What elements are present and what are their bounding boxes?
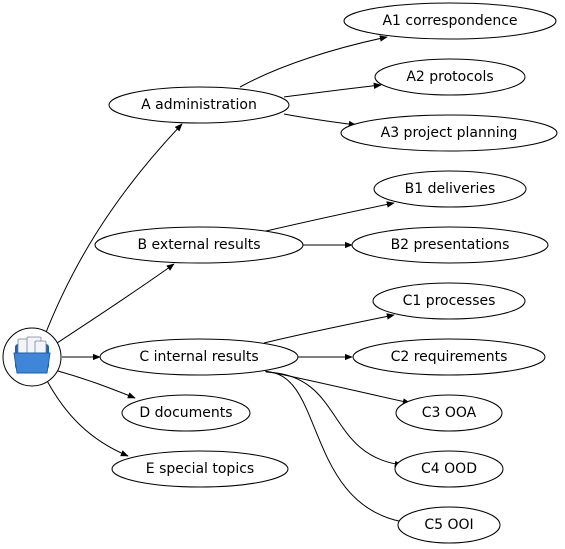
- edge-b-b1: [265, 201, 395, 232]
- node-a3-label: A3 project planning: [381, 125, 518, 141]
- node-c5-label: C5 OOI: [424, 517, 473, 533]
- node-c2[interactable]: C2 requirements: [352, 338, 546, 376]
- node-c[interactable]: C internal results: [99, 338, 299, 376]
- node-b[interactable]: B external results: [94, 226, 304, 264]
- node-b2-label: B2 presentations: [391, 237, 510, 253]
- node-a[interactable]: A administration: [108, 86, 290, 124]
- folder-icon: [13, 336, 51, 374]
- node-c3-label: C3 OOA: [422, 405, 477, 421]
- node-d-label: D documents: [139, 405, 232, 421]
- node-e[interactable]: E special topics: [111, 450, 289, 488]
- node-b1-label: B1 deliveries: [405, 181, 496, 197]
- edge-a-a1: [239, 35, 388, 88]
- edge-c-c4: [265, 371, 403, 468]
- node-c5[interactable]: C5 OOI: [397, 506, 501, 544]
- node-a2-label: A2 protocols: [406, 69, 493, 85]
- edges: [42, 35, 411, 526]
- node-c-label: C internal results: [139, 349, 258, 365]
- edge-c-c5: [267, 371, 411, 526]
- node-c4[interactable]: C4 OOD: [394, 450, 504, 488]
- node-e-label: E special topics: [146, 461, 254, 477]
- edge-root-a: [42, 123, 183, 341]
- edge-root-b: [56, 263, 175, 344]
- node-c1-label: C1 processes: [403, 293, 496, 309]
- node-a1[interactable]: A1 correspondence: [343, 2, 557, 40]
- edge-a-a2: [283, 82, 382, 98]
- node-b1[interactable]: B1 deliveries: [373, 170, 527, 208]
- node-b2[interactable]: B2 presentations: [351, 226, 549, 264]
- node-d[interactable]: D documents: [121, 394, 251, 432]
- edge-c-c1: [263, 313, 395, 344]
- node-b-label: B external results: [137, 237, 260, 253]
- node-a-label: A administration: [141, 97, 257, 113]
- node-c3[interactable]: C3 OOA: [395, 394, 503, 432]
- edge-root-d: [57, 370, 136, 399]
- node-c2-label: C2 requirements: [391, 349, 508, 365]
- node-c4-label: C4 OOD: [421, 461, 477, 477]
- node-c1[interactable]: C1 processes: [372, 282, 526, 320]
- edge-root-e: [44, 376, 129, 457]
- node-a3[interactable]: A3 project planning: [340, 114, 558, 152]
- edge-a-a3: [283, 113, 357, 128]
- edge-c-c3: [264, 370, 411, 405]
- root-node[interactable]: [2, 327, 62, 387]
- node-a2[interactable]: A2 protocols: [374, 58, 526, 96]
- node-a1-label: A1 correspondence: [382, 13, 517, 29]
